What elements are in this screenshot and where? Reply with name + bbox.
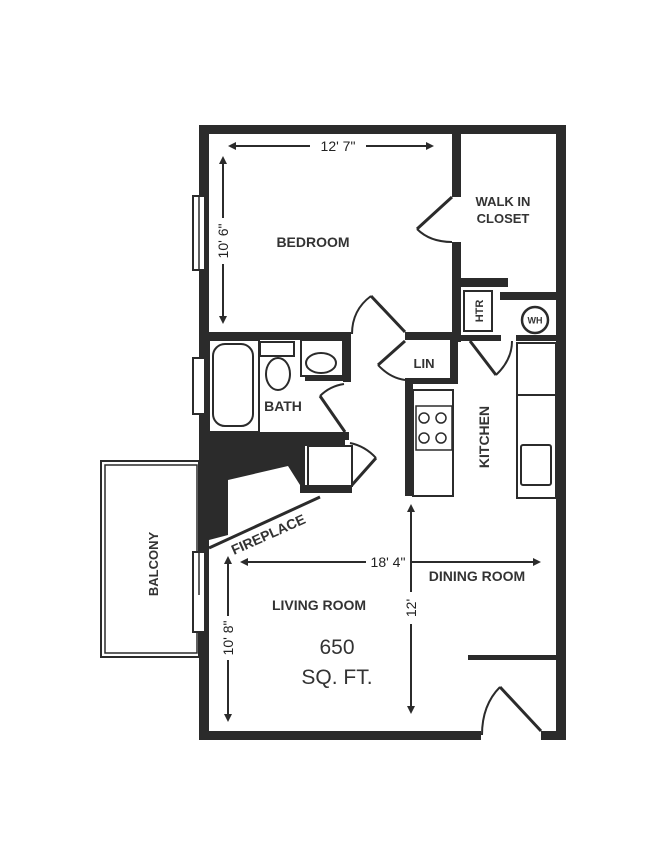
entry-door: [481, 685, 543, 736]
stove: [412, 389, 454, 497]
kitchen-counter: [516, 342, 557, 499]
utility-door: [468, 340, 513, 376]
dimension-bedroom-width: 12' 7": [228, 138, 434, 154]
closet-label-line1: WALK IN: [476, 194, 531, 209]
closet-label-line2: CLOSET: [477, 211, 530, 226]
toilet: [259, 341, 295, 391]
bath-door: [318, 383, 347, 433]
closet-door: [415, 195, 454, 243]
heater: HTR: [463, 290, 493, 332]
sink: [300, 339, 344, 377]
balcony: BALCONY: [100, 460, 200, 658]
dining-room-label: DINING ROOM: [429, 568, 525, 584]
svg-text:HTR: HTR: [474, 300, 486, 323]
area-value: 650: [319, 636, 354, 659]
linen-door: [377, 339, 406, 381]
svg-text:10' 8": 10' 8": [220, 621, 236, 656]
dimension-living-depth: 10' 8": [220, 556, 236, 722]
water-heater: WH: [520, 305, 550, 335]
dimension-dining-depth: 12': [403, 504, 419, 714]
svg-text:18' 4": 18' 4": [371, 554, 406, 570]
dimension-bedroom-depth: 10' 6": [215, 156, 231, 324]
dimension-living-dining-width: 18' 4": [240, 554, 541, 570]
area-unit: SQ. FT.: [301, 666, 372, 689]
living-room-label: LIVING ROOM: [272, 597, 366, 613]
bathtub: [208, 339, 260, 433]
svg-text:10' 6": 10' 6": [215, 224, 231, 259]
bedroom-window: [192, 195, 206, 271]
bath-label: BATH: [264, 398, 302, 414]
coat-closet-door: [307, 442, 378, 487]
svg-text:WH: WH: [528, 316, 543, 326]
bedroom-label: BEDROOM: [276, 234, 349, 250]
kitchen-label: KITCHEN: [476, 406, 492, 468]
svg-text:12': 12': [403, 599, 419, 617]
svg-text:12' 7": 12' 7": [321, 138, 356, 154]
bedroom-door: [351, 294, 407, 335]
interior-walls: [199, 125, 566, 660]
svg-text:BALCONY: BALCONY: [146, 532, 161, 597]
linen-label: LIN: [414, 356, 435, 371]
balcony-sliding-door: [192, 551, 206, 633]
bath-window: [192, 357, 206, 415]
